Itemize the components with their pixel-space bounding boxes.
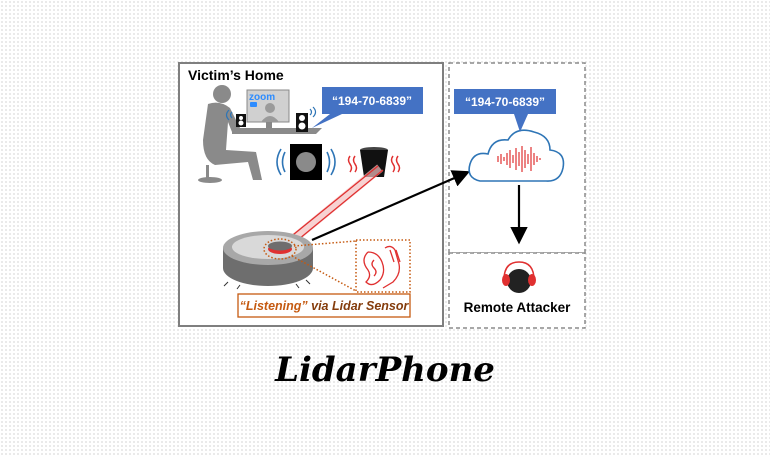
listening-label-quote: “Listening” [240, 299, 309, 313]
audio-waveform-icon [497, 146, 541, 172]
ear-hand-icon [363, 245, 401, 289]
zoom-camera-icon [250, 102, 257, 107]
speaker-right [296, 106, 317, 132]
robot-vacuum [223, 231, 313, 290]
upload-arrow [311, 170, 471, 242]
victim-home-label: Victim’s Home [188, 67, 284, 83]
laser-beam [282, 164, 384, 250]
attacker-headphones-icon [502, 261, 536, 293]
speaker-left [225, 109, 246, 127]
listening-label-rest: via Lidar Sensor [308, 299, 410, 313]
speech-bubble-left: “194-70-6839” [312, 87, 423, 128]
figure-title: LidarPhone [274, 350, 495, 390]
ear-zoom-callout [291, 239, 411, 293]
remote-attacker-label: Remote Attacker [464, 300, 572, 315]
monitor: zoom [246, 89, 290, 128]
subwoofer-speaker [276, 144, 336, 180]
desk [232, 128, 322, 134]
svg-text:“194-70-6839”: “194-70-6839” [465, 95, 545, 109]
zoom-logo: zoom [249, 92, 275, 103]
listening-label-box [237, 293, 411, 318]
speech-bubble-right: “194-70-6839” [454, 89, 556, 132]
svg-text:“194-70-6839”: “194-70-6839” [332, 94, 412, 108]
person-silhouette [198, 85, 262, 183]
listening-label: “Listening” via Lidar Sensor [240, 299, 410, 313]
